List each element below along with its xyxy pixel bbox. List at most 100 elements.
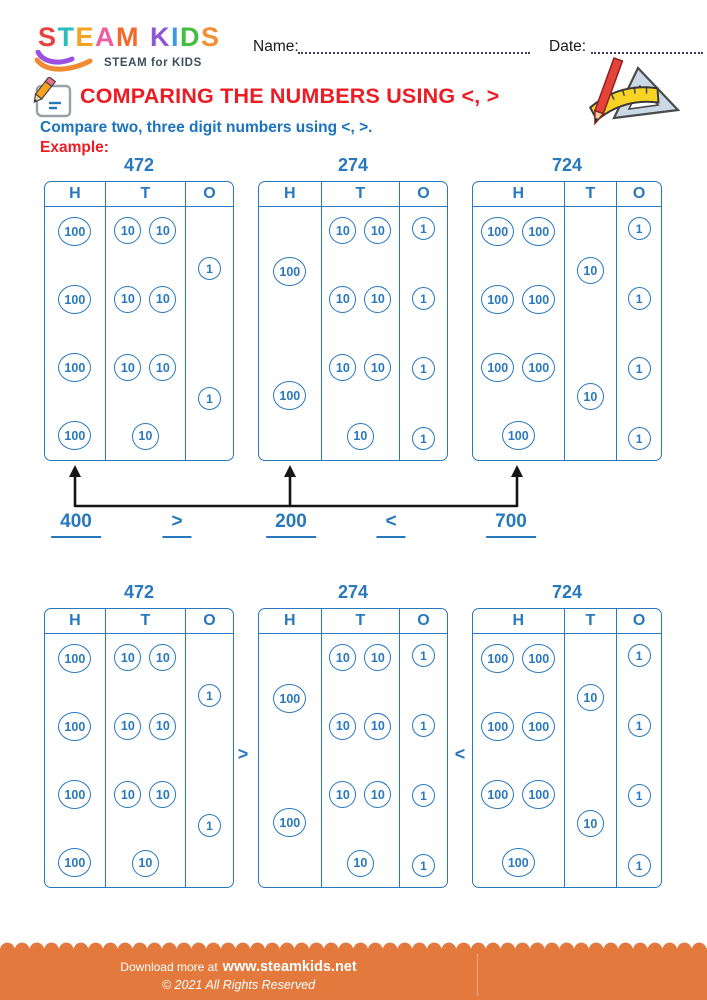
circle-row: 100 (45, 421, 105, 450)
date-label: Date: (549, 38, 587, 55)
place-value-column: 100 100 (259, 634, 322, 887)
block-100-circle: 100 (481, 644, 515, 673)
logo-letter: K (150, 22, 172, 52)
block-10-circle: 10 (346, 422, 374, 450)
circle-row: 1 (400, 217, 447, 240)
logo-letter: T (57, 22, 76, 52)
circle-row: 1 (400, 854, 447, 877)
circle-row: 1 (400, 644, 447, 667)
block-10-circle: 10 (364, 644, 392, 671)
block-1-circle: 1 (412, 714, 435, 737)
circle-row: 1 (400, 784, 447, 807)
circle-row: 1 (400, 427, 447, 450)
circle-row: 100 (45, 644, 105, 673)
block-100-circle: 100 (58, 712, 92, 741)
circle-row: 100 (45, 712, 105, 741)
block-1-circle: 1 (198, 814, 221, 837)
answer-blank: 400 (51, 511, 101, 538)
block-1-circle: 1 (412, 784, 435, 807)
block-10-circle: 10 (329, 781, 357, 809)
answer-comparison-symbol: < (376, 511, 406, 538)
circle-row: 1 (617, 357, 661, 380)
circle-row: 10 (565, 810, 617, 837)
table-number-label: 472 (123, 582, 155, 602)
example-label: Example: (40, 139, 109, 156)
table-number-label: 472 (123, 155, 155, 175)
block-1-circle: 1 (412, 217, 435, 240)
circle-row: 1 (186, 387, 233, 410)
circle-row: 100 (45, 353, 105, 382)
circle-row: 100 (259, 684, 321, 713)
circle-row: 1 (617, 287, 661, 310)
block-10-circle: 10 (364, 354, 392, 382)
block-100-circle: 100 (273, 808, 307, 837)
block-100-circle: 100 (58, 848, 92, 877)
circle-row: 100 (473, 848, 564, 877)
block-1-circle: 1 (412, 854, 435, 877)
logo-letter: S (201, 22, 221, 52)
block-10-circle: 10 (329, 712, 357, 740)
circle-row: 100 (259, 808, 321, 837)
block-10-circle: 10 (131, 849, 159, 877)
circle-row: 1 (186, 684, 233, 707)
comparison-symbol: < (454, 744, 466, 764)
block-10-circle: 10 (114, 354, 142, 382)
block-100-circle: 100 (501, 848, 535, 877)
block-10-circle: 10 (346, 849, 374, 877)
column-header-H: H (473, 609, 565, 633)
name-label: Name: (253, 38, 299, 55)
footer-site-link[interactable]: www.steamkids.net (222, 958, 357, 975)
logo-letter: M (116, 22, 141, 52)
block-1-circle: 1 (412, 644, 435, 667)
block-100-circle: 100 (58, 353, 92, 382)
block-10-circle: 10 (149, 781, 177, 809)
block-100-circle: 100 (522, 353, 556, 382)
block-10-circle: 10 (576, 810, 604, 837)
block-10-circle: 10 (329, 285, 357, 313)
block-10-circle: 10 (576, 257, 604, 284)
column-header-H: H (259, 182, 322, 206)
circle-row: 100 (45, 848, 105, 877)
answer-arrows (69, 465, 523, 508)
circle-row: 10 (565, 383, 617, 410)
circle-row: 1 (186, 814, 233, 837)
block-10-circle: 10 (329, 217, 357, 244)
circle-row: 100 (45, 285, 105, 314)
circle-row: 1 (617, 784, 661, 807)
block-1-circle: 1 (627, 644, 651, 667)
notepad-pencil-icon (33, 77, 72, 118)
block-10-circle: 10 (114, 781, 142, 809)
footer-separator (477, 954, 478, 996)
block-10-circle: 10 (149, 285, 177, 313)
block-1-circle: 1 (412, 287, 435, 310)
date-blank-line (591, 52, 703, 54)
circle-row: 1 (400, 714, 447, 737)
ruler-set-square-icon (588, 57, 681, 126)
